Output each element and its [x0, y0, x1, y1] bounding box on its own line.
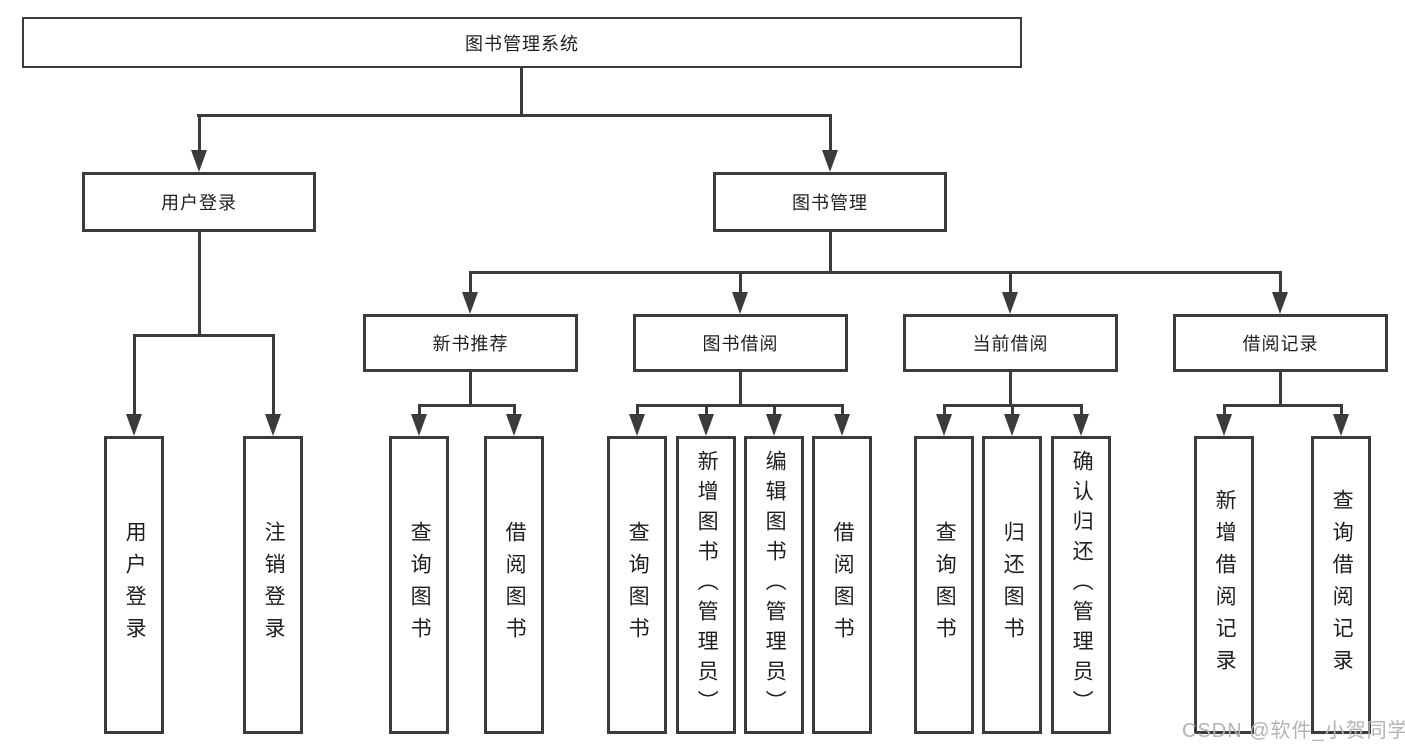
connector-line — [841, 404, 844, 416]
connector-line — [1279, 372, 1282, 407]
connector-line — [943, 404, 946, 416]
leaf-return-books: 归还图书 — [982, 436, 1042, 734]
connector-line — [829, 232, 832, 274]
connector-line — [1279, 271, 1282, 294]
connector-arrowhead — [1272, 292, 1288, 314]
connector-line — [829, 114, 832, 152]
leaf-label: 借阅图书 — [503, 521, 527, 649]
connector-arrowhead — [191, 150, 207, 172]
connector-line — [197, 114, 832, 117]
connector-line — [1223, 404, 1342, 407]
connector-line — [636, 404, 639, 416]
connector-arrowhead — [1002, 292, 1018, 314]
leaf-label: 新增借阅记录 — [1213, 489, 1237, 681]
connector-line — [739, 271, 742, 294]
leaf-label: 确认归还（管理员） — [1070, 450, 1094, 720]
leaf-borrow-books-recommend: 借阅图书 — [484, 436, 544, 734]
connector-arrowhead — [1073, 414, 1089, 436]
node-label: 图书借阅 — [702, 334, 779, 354]
connector-arrowhead — [698, 414, 714, 436]
connector-line — [1080, 404, 1083, 416]
leaf-label: 查询图书 — [626, 521, 650, 649]
connector-arrowhead — [1216, 414, 1232, 436]
connector-line — [1340, 404, 1343, 416]
connector-line — [198, 232, 201, 337]
connector-line — [272, 334, 275, 416]
leaf-label: 归还图书 — [1001, 521, 1025, 649]
connector-arrowhead — [462, 292, 478, 314]
connector-arrowhead — [411, 414, 427, 436]
node-current-borrowing: 当前借阅 — [903, 314, 1118, 372]
leaf-add-book-admin: 新增图书（管理员） — [676, 436, 736, 734]
leaf-logout: 注销登录 — [243, 436, 303, 734]
connector-arrowhead — [1333, 414, 1349, 436]
connector-arrowhead — [629, 414, 645, 436]
connector-line — [1223, 404, 1226, 416]
connector-line — [418, 404, 421, 416]
node-label: 当前借阅 — [972, 334, 1049, 354]
leaf-query-books-borrowing: 查询图书 — [607, 436, 667, 734]
node-label: 借阅记录 — [1242, 334, 1319, 354]
connector-arrowhead — [506, 414, 522, 436]
leaf-label: 用户登录 — [123, 521, 147, 649]
connector-line — [739, 372, 742, 407]
connector-arrowhead — [126, 414, 142, 436]
connector-line — [418, 404, 516, 407]
watermark-text: CSDN @软件_小贺同学 — [1182, 720, 1405, 742]
connector-arrowhead — [732, 292, 748, 314]
node-book-management: 图书管理 — [713, 172, 947, 232]
leaf-label: 查询借阅记录 — [1330, 489, 1354, 681]
leaf-borrow-books-borrowing: 借阅图书 — [812, 436, 872, 734]
connector-arrowhead — [834, 414, 850, 436]
node-user-login: 用户登录 — [82, 172, 316, 232]
leaf-confirm-return-admin: 确认归还（管理员） — [1051, 436, 1111, 734]
leaf-user-login: 用户登录 — [104, 436, 164, 734]
connector-arrowhead — [1004, 414, 1020, 436]
leaf-label: 查询图书 — [933, 521, 957, 649]
node-new-book-recommendation: 新书推荐 — [363, 314, 578, 372]
leaf-query-books-recommend: 查询图书 — [389, 436, 449, 734]
node-label: 图书管理 — [792, 193, 868, 213]
connector-line — [198, 114, 201, 152]
node-label: 用户登录 — [161, 193, 237, 213]
connector-line — [773, 404, 776, 416]
leaf-edit-book-admin: 编辑图书（管理员） — [744, 436, 804, 734]
connector-line — [469, 271, 472, 294]
node-book-borrowing: 图书借阅 — [633, 314, 848, 372]
connector-line — [513, 404, 516, 416]
connector-line — [469, 271, 1282, 274]
leaf-label: 查询图书 — [408, 521, 432, 649]
node-borrowing-records: 借阅记录 — [1173, 314, 1388, 372]
connector-line — [1009, 372, 1012, 407]
connector-arrowhead — [936, 414, 952, 436]
leaf-add-borrow-record: 新增借阅记录 — [1194, 436, 1254, 734]
connector-line — [1011, 404, 1014, 416]
connector-line — [636, 404, 844, 407]
connector-line — [1009, 271, 1012, 294]
node-label: 图书管理系统 — [465, 33, 579, 54]
leaf-label: 新增图书（管理员） — [695, 450, 719, 720]
leaf-label: 借阅图书 — [831, 521, 855, 649]
connector-arrowhead — [265, 414, 281, 436]
leaf-query-borrow-record: 查询借阅记录 — [1311, 436, 1371, 734]
leaf-query-books-current: 查询图书 — [914, 436, 974, 734]
connector-line — [133, 334, 275, 337]
node-label: 新书推荐 — [432, 334, 509, 354]
connector-line — [705, 404, 708, 416]
node-library-management-system: 图书管理系统 — [22, 17, 1022, 68]
leaf-label: 注销登录 — [262, 521, 286, 649]
connector-line — [133, 334, 136, 416]
connector-line — [469, 372, 472, 407]
connector-arrowhead — [822, 150, 838, 172]
connector-arrowhead — [766, 414, 782, 436]
connector-line — [520, 67, 523, 117]
leaf-label: 编辑图书（管理员） — [763, 450, 787, 720]
